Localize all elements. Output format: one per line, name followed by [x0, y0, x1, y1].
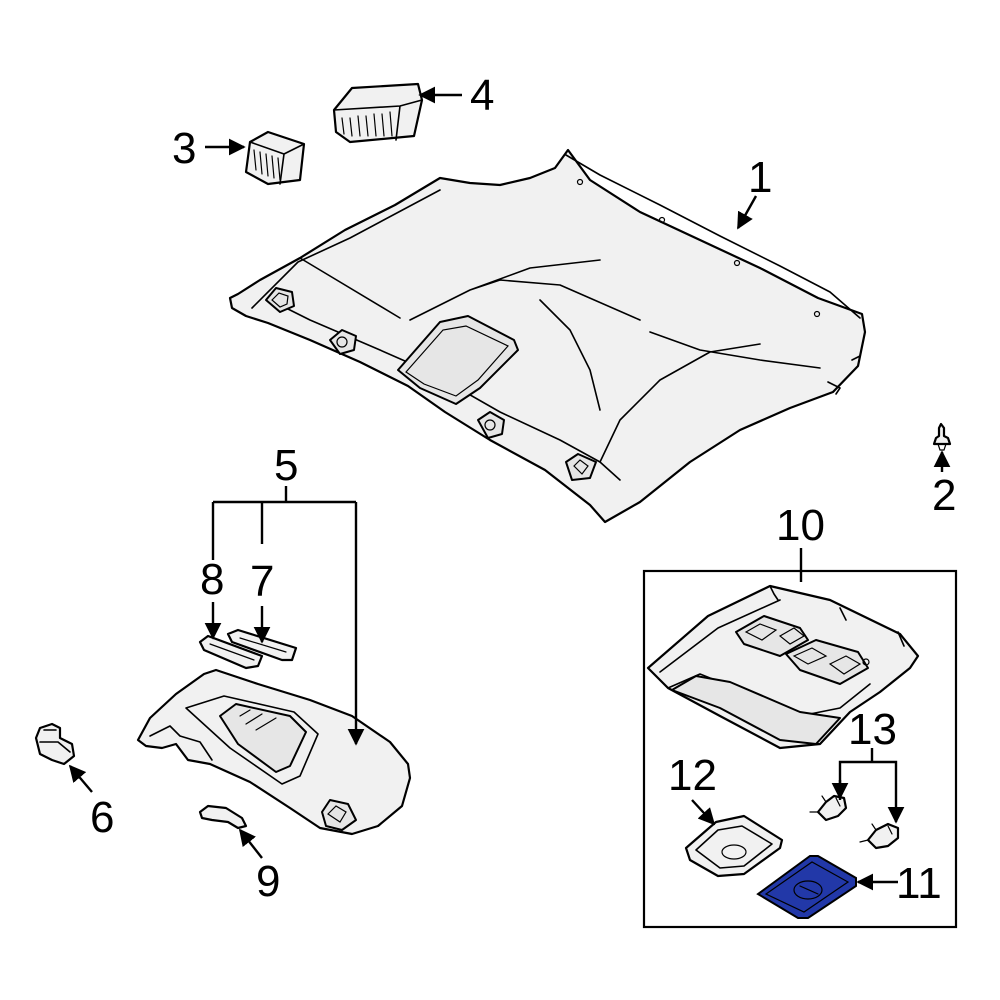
callout-labels: 1 2 3 4 5 6 7 8 9 10 11 12 13: [90, 71, 956, 908]
overhead-console-part[interactable]: [646, 584, 920, 750]
callout-11: 11: [896, 859, 942, 908]
callout-4: 4: [470, 71, 494, 120]
bulb-part-upper[interactable]: [809, 794, 848, 822]
clip-part[interactable]: [932, 422, 952, 451]
leader-lines: [68, 86, 951, 891]
small-pad-part[interactable]: [244, 130, 306, 186]
callout-1: 1: [748, 153, 772, 202]
visor-hook-part[interactable]: [198, 804, 248, 830]
callout-9: 9: [256, 857, 280, 906]
callout-13: 13: [848, 705, 897, 754]
lens-part-12[interactable]: [684, 814, 784, 878]
callout-5: 5: [274, 441, 298, 490]
headliner-part[interactable]: [228, 148, 867, 524]
callout-6: 6: [90, 793, 114, 842]
callout-7: 7: [250, 557, 274, 606]
bulb-part-lower[interactable]: [859, 822, 900, 850]
large-pad-part[interactable]: [332, 82, 424, 144]
callout-2: 2: [932, 471, 956, 520]
visor-clip-part[interactable]: [34, 722, 76, 766]
callout-8: 8: [200, 555, 224, 604]
callout-10: 10: [776, 501, 825, 550]
strip-part-7[interactable]: [226, 628, 298, 662]
sun-visor-part[interactable]: [136, 668, 412, 836]
callout-3: 3: [172, 124, 196, 173]
callout-12: 12: [668, 751, 717, 800]
lens-part-11[interactable]: [756, 855, 857, 919]
